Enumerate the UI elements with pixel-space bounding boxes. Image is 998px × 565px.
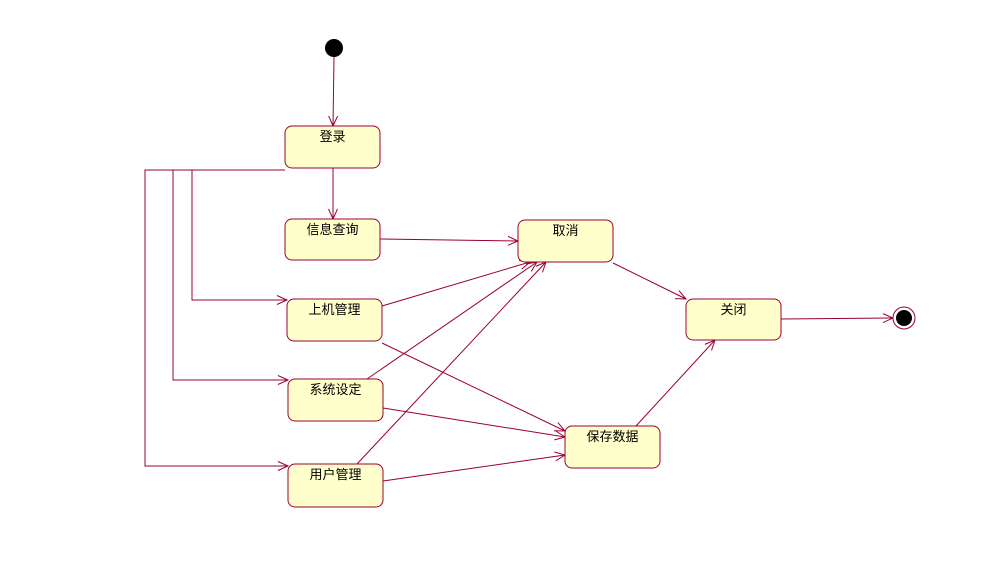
transition-line	[379, 238, 519, 242]
transition-login-to-settings	[172, 169, 290, 385]
transition-line	[172, 169, 288, 381]
state-machine: 上机管理	[286, 298, 383, 342]
state-label: 系统设定	[309, 383, 361, 398]
transition-settings-to-save	[382, 407, 567, 441]
transition-users-to-cancel	[356, 261, 547, 465]
transition-save-to-close	[635, 339, 716, 427]
transition-machine-to-save	[381, 342, 567, 432]
state-label: 登录	[319, 130, 345, 145]
transition-line	[144, 169, 288, 467]
transition-start-to-login	[328, 56, 339, 128]
state-box	[685, 298, 782, 341]
arrowhead	[674, 290, 688, 300]
state-box	[287, 378, 384, 422]
state-settings: 系统设定	[287, 378, 384, 422]
state-close: 关闭	[685, 298, 782, 341]
transition-line	[191, 169, 287, 301]
state-box	[517, 219, 614, 263]
state-box	[286, 298, 383, 342]
state-box	[284, 218, 381, 261]
transition-line	[381, 261, 531, 307]
state-save: 保存数据	[564, 425, 661, 469]
transition-line	[635, 339, 716, 427]
transition-line	[612, 262, 687, 300]
state-label: 上机管理	[308, 303, 360, 318]
state-box	[564, 425, 661, 469]
state-label: 关闭	[720, 303, 746, 318]
transition-close-to-end	[780, 313, 895, 324]
state-info: 信息查询	[284, 218, 381, 261]
initial-state-node	[325, 39, 343, 57]
arrowhead	[277, 375, 290, 385]
transition-users-to-save	[382, 451, 567, 482]
transitions	[144, 56, 895, 482]
transition-line	[382, 407, 566, 438]
state-users: 用户管理	[287, 463, 384, 508]
arrowhead	[277, 461, 290, 471]
transition-line	[332, 56, 335, 127]
state-label: 信息查询	[306, 222, 358, 238]
transition-info-to-cancel	[379, 235, 520, 246]
state-login: 登录	[284, 125, 381, 169]
transition-line	[366, 261, 538, 380]
transition-line	[780, 317, 894, 320]
state-box	[284, 125, 381, 169]
transition-settings-to-cancel	[366, 261, 539, 380]
final-state-node	[892, 306, 916, 330]
transition-login-to-info	[328, 168, 338, 221]
transition-cancel-to-close	[612, 262, 688, 300]
transition-line	[356, 261, 547, 465]
final-state-dot	[896, 310, 912, 326]
state-cancel: 取消	[517, 219, 614, 263]
transition-login-to-machine	[191, 169, 289, 305]
arrowhead	[276, 295, 289, 305]
state-label: 用户管理	[309, 467, 361, 483]
state-label: 取消	[552, 224, 578, 239]
state-label: 保存数据	[586, 430, 638, 445]
transition-line	[382, 454, 566, 482]
transition-login-to-users	[144, 169, 290, 471]
state-box	[287, 463, 384, 508]
transition-line	[381, 342, 566, 432]
transition-machine-to-cancel	[381, 260, 532, 307]
